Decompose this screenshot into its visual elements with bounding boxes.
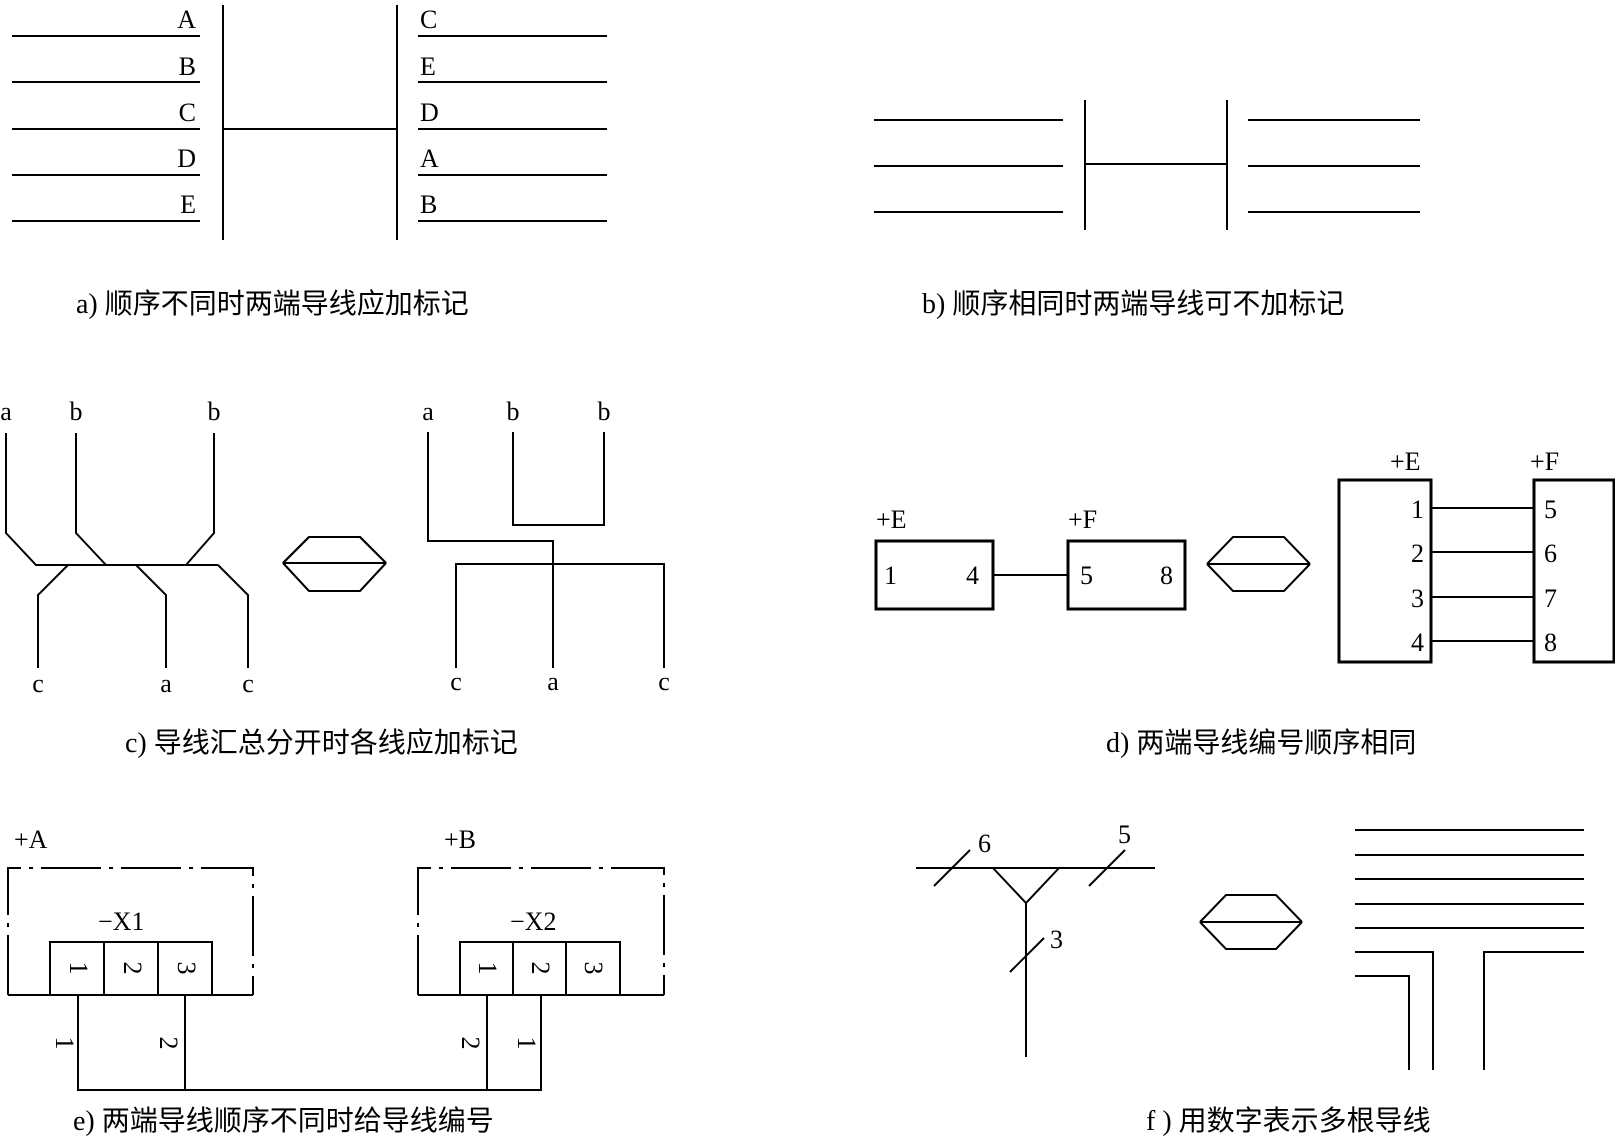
terminal-label: 3 [172,962,201,975]
unit-f-box [1066,539,1187,611]
wire-label: D [177,144,196,173]
wire-label: E [180,190,196,219]
wire-label: b [507,397,520,426]
wire-label: a [547,667,559,696]
wire-label: a [0,397,12,426]
wire-c-a [5,433,218,566]
caption-a: a) 顺序不同时两端导线应加标记 [76,288,469,320]
wire-label: C [179,98,196,127]
wire-c2-a [427,432,554,668]
terminal-label: 8 [1160,561,1173,590]
wire-label: b [208,397,221,426]
terminal-label: 1 [473,962,502,975]
panel-c: a b b c a c a b b c a c c) 导线汇总分开时各线应加标记 [0,397,670,759]
equivalence-arrow-c-heads [282,536,387,592]
wire-label: E [420,52,436,81]
wire-label: D [420,98,439,127]
unit-label: +B [444,825,476,854]
wire-count: 5 [1118,820,1131,849]
unit-label: +E [876,505,907,534]
wire-label: b [70,397,83,426]
wire-count: 6 [978,829,991,858]
count-tick [1088,849,1126,887]
unit-f-terminal-box [1532,478,1615,664]
terminal-label: 2 [1411,539,1424,568]
terminal-label: 1 [64,962,93,975]
terminal-label: 1 [1411,495,1424,524]
terminal-label: 7 [1544,584,1557,613]
terminal-strip-label: −X2 [510,907,556,936]
caption-e: e) 两端导线顺序不同时给导线编号 [73,1105,494,1137]
caption-c: c) 导线汇总分开时各线应加标记 [125,727,518,759]
wire-count: 3 [1050,925,1063,954]
wire-e-2 [184,995,488,1090]
wire-f-8 [1483,951,1584,1070]
wire-number: 1 [50,1037,79,1050]
wire-label: c [450,667,462,696]
unit-label: +F [1068,505,1097,534]
bundle-f-junction [992,867,1060,905]
panel-f: 6 5 3 f ) 用数字表示多根导线 [916,820,1584,1137]
wire-number: 2 [154,1037,183,1050]
wire-label: a [422,397,434,426]
wire-number: 1 [512,1037,541,1050]
unit-a-enclosure [7,867,254,995]
wire-c-b1 [75,433,107,566]
panel-e: +A −X1 1 2 3 +B −X2 1 2 3 1 2 2 1 e) 两端导… [7,825,665,1137]
caption-b: b) 顺序相同时两端导线可不加标记 [922,288,1344,320]
unit-e-terminal-box [1337,478,1433,664]
count-tick [933,849,971,887]
terminal-label: 8 [1544,628,1557,657]
terminal-label: 5 [1080,561,1093,590]
wire-c-b2 [185,433,215,566]
count-tick [1009,937,1045,973]
wire-c2-c [455,563,665,668]
wire-label: c [32,669,44,698]
terminal-label: 5 [1544,495,1557,524]
unit-label: +F [1530,447,1559,476]
caption-f: f ) 用数字表示多根导线 [1146,1105,1431,1137]
terminal-label: 3 [579,962,608,975]
wire-label: C [420,5,437,34]
wire-f-6 [1355,951,1434,1070]
wire-c2-b [512,432,605,526]
terminal-strip-x1 [49,941,213,996]
terminal-label: 2 [526,962,555,975]
wire-f-7 [1355,975,1410,1070]
terminal-label: 4 [966,561,979,590]
panel-a: A B C D E C E D A B a) 顺序不同时两端导线应加标记 [12,5,607,320]
wire-label: A [177,5,196,34]
wire-number: 2 [456,1037,485,1050]
wire-label: c [242,669,254,698]
equivalence-arrow-c [282,536,387,592]
wire-e-1 [77,995,542,1091]
wire-label: B [179,52,196,81]
equivalence-arrow-f [1199,894,1303,950]
terminal-label: 3 [1411,584,1424,613]
wire-c-out-a [135,564,167,668]
wire-label: b [598,397,611,426]
wire-label: c [658,667,670,696]
unit-b-enclosure [417,867,665,995]
wire-c-out-c1 [37,564,69,668]
unit-label: +E [1390,447,1421,476]
wire-label: B [420,190,437,219]
terminal-label: 1 [884,561,897,590]
wire-label: a [160,669,172,698]
terminal-label: 2 [118,962,147,975]
unit-label: +A [14,825,48,854]
equivalence-arrow-d [1206,536,1311,592]
panel-d: +E 1 4 +F 5 8 +E +F 1 2 3 4 5 6 7 8 d) 两… [874,447,1615,759]
wire-c-out-c2 [217,564,249,668]
terminal-label: 6 [1544,539,1557,568]
wire-label: A [420,144,439,173]
terminal-strip-label: −X1 [98,907,144,936]
caption-d: d) 两端导线编号顺序相同 [1106,727,1416,759]
terminal-label: 4 [1411,628,1424,657]
panel-b: b) 顺序相同时两端导线可不加标记 [874,100,1420,320]
